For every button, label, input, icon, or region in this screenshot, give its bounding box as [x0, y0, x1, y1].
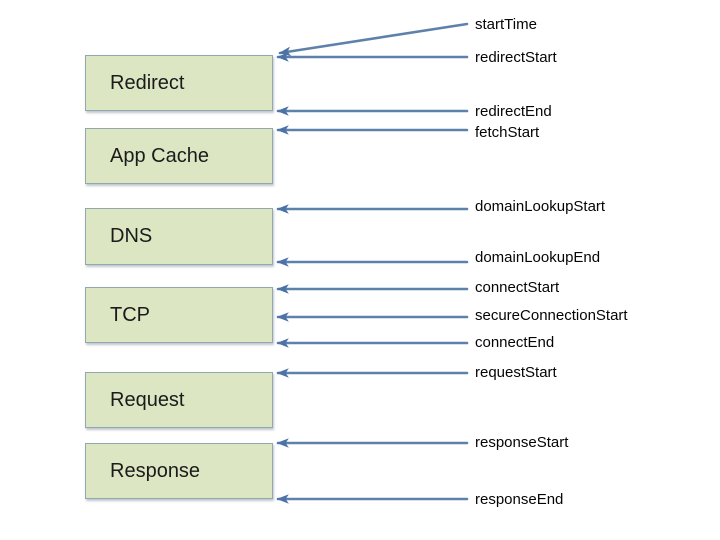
event-label-connectEnd: connectEnd [475, 334, 555, 351]
phase-box-redirect: Redirect [85, 55, 273, 111]
phase-box-dns: DNS [85, 208, 273, 265]
phase-label: Response [110, 459, 201, 482]
event-label-secureConnectionStart: secureConnectionStart [475, 307, 628, 324]
event-label-startTime: startTime [475, 16, 537, 33]
event-label-fetchStart: fetchStart [475, 124, 540, 141]
event-label-redirectEnd: redirectEnd [475, 103, 552, 120]
event-label-requestStart: requestStart [475, 364, 557, 381]
event-label-responseEnd: responseEnd [475, 491, 564, 508]
phase-label: App Cache [110, 144, 209, 167]
phase-label: TCP [110, 303, 150, 326]
event-label-domainLookupStart: domainLookupStart [475, 198, 606, 215]
event-label-connectStart: connectStart [475, 279, 560, 296]
phase-label: DNS [110, 225, 153, 247]
event-label-responseStart: responseStart [475, 434, 569, 451]
phase-label: Redirect [110, 71, 185, 94]
phase-box-response: Response [85, 443, 273, 499]
arrow-startTime [278, 22, 469, 57]
phase-box-tcp: TCP [85, 287, 273, 343]
phase-label: Request [110, 388, 185, 411]
event-label-domainLookupEnd: domainLookupEnd [475, 249, 601, 266]
phase-box-app-cache: App Cache [85, 128, 273, 184]
event-label-redirectStart: redirectStart [475, 49, 557, 66]
phase-box-request: Request [85, 372, 273, 428]
